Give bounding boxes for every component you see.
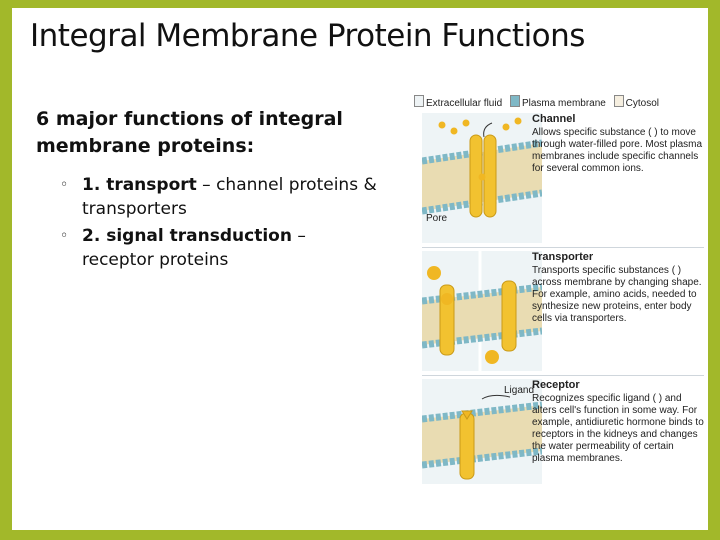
legend-item-cytosol: Cytosol (614, 98, 659, 109)
channel-text: Allows specific substance ( ) to move th… (532, 127, 702, 174)
channel-title: Channel (532, 113, 704, 125)
receptor-title: Receptor (532, 379, 704, 391)
slide-heading: 6 major functions of integral membrane p… (36, 106, 386, 160)
legend-item-extracellular: Extracellular fluid (414, 98, 502, 109)
transporter-title: Transporter (532, 251, 704, 263)
figure-legend: Extracellular fluid Plasma membrane Cyto… (414, 95, 664, 111)
bullet-item-signal-transduction: ◦ 2. signal transduction – receptor prot… (82, 224, 382, 272)
transporter-panel: Transporter Transports specific substanc… (408, 251, 704, 371)
channel-description: Channel Allows specific substance ( ) to… (532, 113, 704, 175)
pore-label: Pore (426, 213, 447, 224)
receptor-panel: Ligand Receptor Recognizes specific liga… (408, 379, 704, 484)
panel-divider (422, 247, 704, 248)
slide-title: Integral Membrane Protein Functions (30, 18, 585, 54)
legend-swatch (614, 95, 624, 107)
legend-label: Cytosol (626, 98, 659, 109)
membrane-protein-figure: Extracellular fluid Plasma membrane Cyto… (408, 93, 704, 488)
transporter-description: Transporter Transports specific substanc… (532, 251, 704, 325)
legend-swatch (414, 95, 424, 107)
bullet-term: 1. transport (82, 175, 197, 195)
bullet-marker: ◦ (60, 224, 68, 248)
receptor-text: Recognizes specific ligand ( ) and alter… (532, 393, 704, 464)
bullet-item-transport: ◦ 1. transport – channel proteins & tran… (82, 173, 382, 221)
bullet-list: ◦ 1. transport – channel proteins & tran… (82, 173, 382, 275)
transporter-text: Transports specific substances ( ) acros… (532, 265, 702, 324)
bullet-term: 2. signal transduction (82, 226, 292, 246)
bullet-marker: ◦ (60, 173, 68, 197)
ligand-label: Ligand (504, 385, 534, 396)
legend-label: Extracellular fluid (426, 98, 502, 109)
transporter-illustration (422, 251, 542, 371)
receptor-description: Receptor Recognizes specific ligand ( ) … (532, 379, 704, 465)
legend-swatch (510, 95, 520, 107)
legend-item-plasma-membrane: Plasma membrane (510, 98, 606, 109)
channel-panel: Pore Channel Allows specific substance (… (408, 113, 704, 243)
panel-divider (422, 375, 704, 376)
legend-label: Plasma membrane (522, 98, 606, 109)
